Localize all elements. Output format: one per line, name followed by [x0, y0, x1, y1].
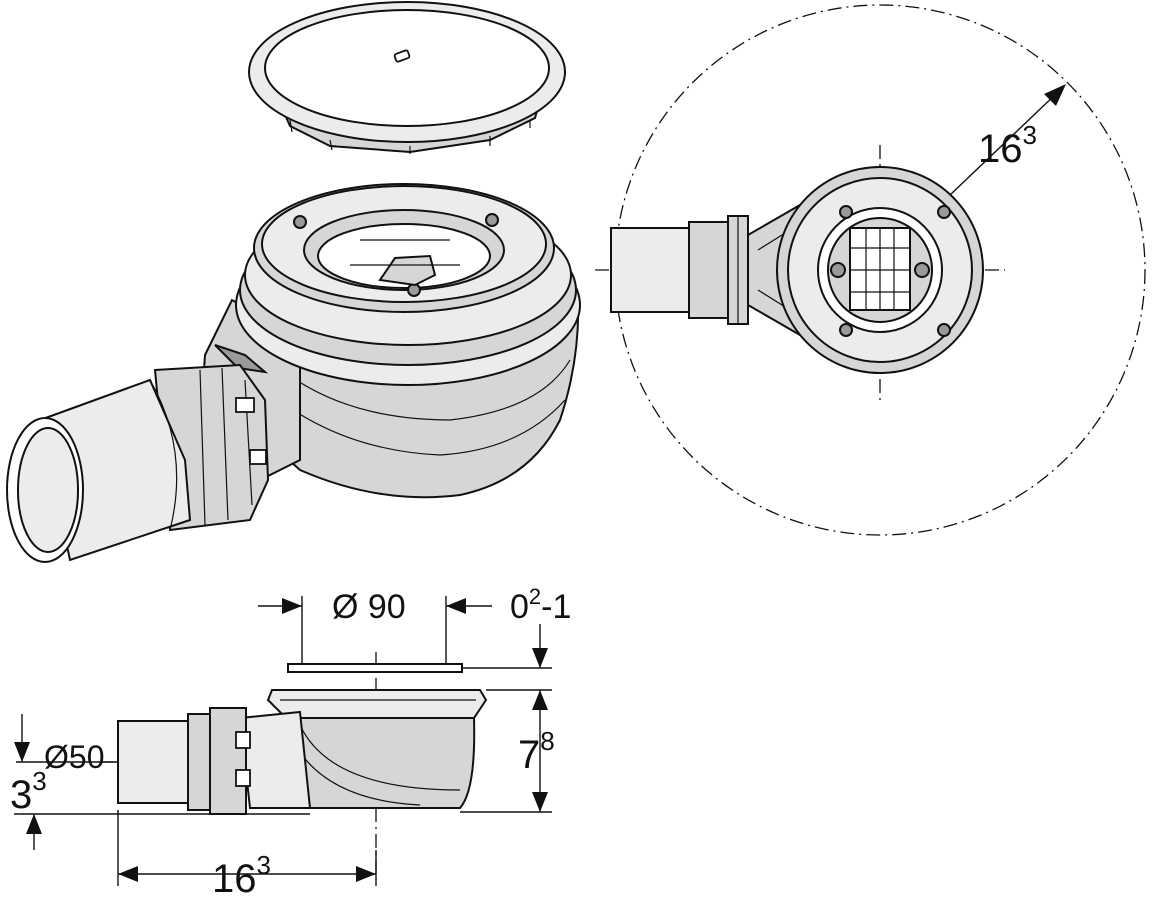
top-view: 163: [595, 4, 1146, 536]
dim-adjust-range: 02-1: [510, 584, 571, 626]
dim-outlet-length-side: 163: [212, 850, 271, 896]
cover-plate: [248, 1, 566, 154]
dim-outlet-height: 33: [10, 766, 47, 817]
side-view: Ø 90 02-1 78 Ø50 33: [10, 584, 571, 901]
perspective-view: [6, 1, 581, 563]
dim-outlet-diameter: Ø50: [44, 739, 104, 775]
drain-body: [198, 183, 581, 499]
dim-outlet-length-topview: 163: [978, 120, 1037, 171]
dim-height: 78: [518, 726, 555, 777]
dim-grate-diameter: Ø 90: [332, 588, 406, 626]
grate: [830, 227, 930, 311]
outlet-pipe: [6, 363, 270, 563]
